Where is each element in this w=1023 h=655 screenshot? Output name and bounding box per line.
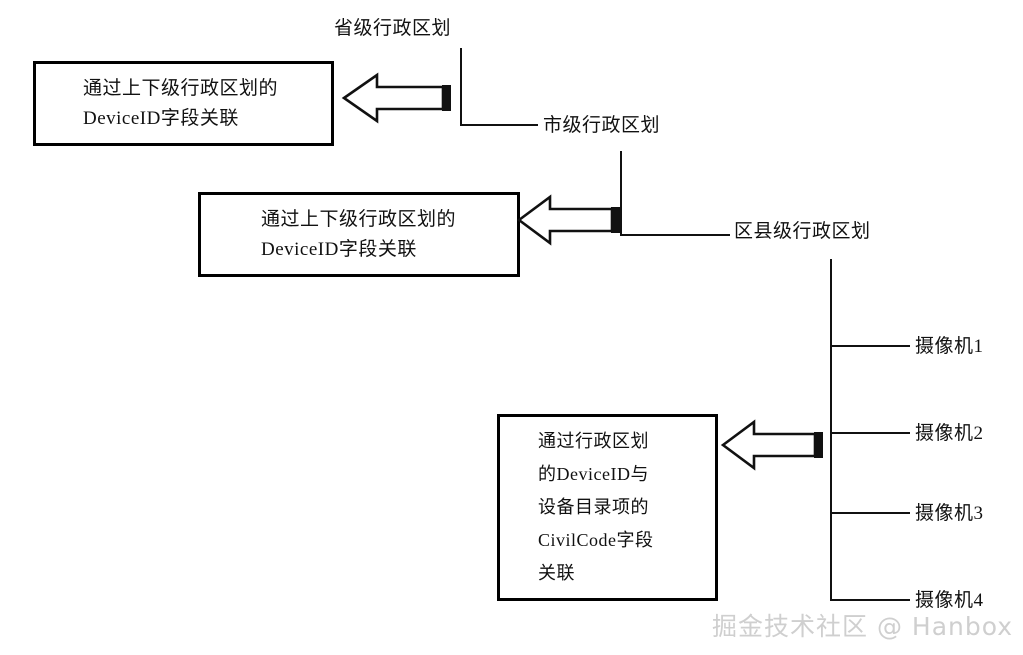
connector-city-vertical: [620, 151, 622, 234]
note-line: DeviceID字段关联: [261, 238, 417, 260]
connector-camera-2: [830, 432, 910, 434]
note-line: DeviceID字段关联: [83, 107, 239, 129]
left-block-arrow-icon: [341, 72, 451, 124]
note-line: 关联: [538, 563, 575, 583]
left-block-arrow-icon: [516, 194, 620, 246]
note-box-city-district: 通过上下级行政区划的 DeviceID字段关联: [198, 192, 520, 277]
note-line: 设备目录项的: [538, 497, 649, 517]
connector-district-trunk: [830, 259, 832, 601]
note-line: CivilCode字段: [538, 530, 654, 550]
tree-node-label-district: 区县级行政区划: [734, 221, 871, 242]
connector-province-horizontal: [460, 124, 538, 126]
connector-city-horizontal: [620, 234, 730, 236]
note-line: 的DeviceID与: [538, 464, 649, 484]
camera-label-4: 摄像机4: [915, 590, 984, 611]
note-box-province-city: 通过上下级行政区划的 DeviceID字段关联: [33, 61, 334, 146]
camera-label-2: 摄像机2: [915, 423, 984, 444]
note-box-district-camera: 通过行政区划 的DeviceID与 设备目录项的 CivilCode字段 关联: [497, 414, 718, 601]
watermark: 掘金技术社区 @ Hanbox: [712, 612, 1014, 641]
connector-province-vertical: [460, 48, 462, 124]
connector-camera-1: [830, 345, 910, 347]
camera-label-3: 摄像机3: [915, 503, 984, 524]
note-line: 通过上下级行政区划的: [83, 77, 279, 99]
note-line: 通过行政区划: [538, 431, 649, 451]
connector-camera-3: [830, 512, 910, 514]
left-block-arrow-icon: [720, 419, 823, 471]
tree-node-label-province: 省级行政区划: [334, 18, 452, 39]
connector-camera-4: [830, 599, 910, 601]
camera-label-1: 摄像机1: [915, 336, 984, 357]
tree-node-label-city: 市级行政区划: [543, 115, 661, 136]
note-line: 通过上下级行政区划的: [261, 208, 457, 230]
